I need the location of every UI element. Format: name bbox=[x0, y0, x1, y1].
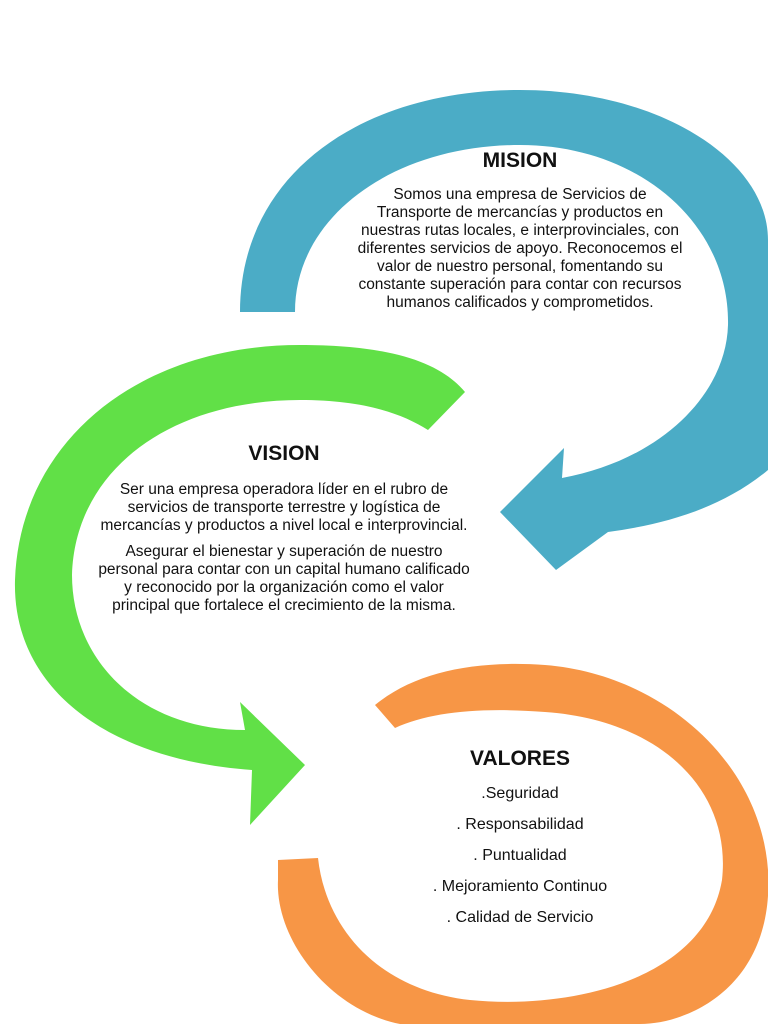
valores-block: VALORES .Seguridad . Responsabilidad . P… bbox=[400, 746, 640, 939]
mision-block: MISION Somos una empresa de Servicios de… bbox=[355, 148, 685, 312]
vision-arrow bbox=[14, 345, 465, 825]
valores-item-calidad: . Calidad de Servicio bbox=[446, 909, 594, 926]
vision-paragraph-1: Ser una empresa operadora líder en el ru… bbox=[100, 481, 468, 534]
vision-title: VISION bbox=[248, 442, 320, 465]
vision-paragraph-2: Asegurar el bienestar y superación de nu… bbox=[98, 543, 470, 614]
valores-ring bbox=[277, 663, 768, 1024]
valores-title: VALORES bbox=[470, 747, 570, 770]
mision-title: MISION bbox=[482, 149, 558, 172]
valores-item-mejoramiento: . Mejoramiento Continuo bbox=[432, 878, 608, 895]
mision-text: Somos una empresa de Servicios de Transp… bbox=[357, 186, 683, 311]
valores-item-responsabilidad: . Responsabilidad bbox=[456, 816, 584, 833]
valores-item-puntualidad: . Puntualidad bbox=[473, 847, 567, 864]
valores-item-seguridad: .Seguridad bbox=[481, 785, 559, 802]
vision-block: VISION Ser una empresa operadora líder e… bbox=[95, 441, 473, 615]
